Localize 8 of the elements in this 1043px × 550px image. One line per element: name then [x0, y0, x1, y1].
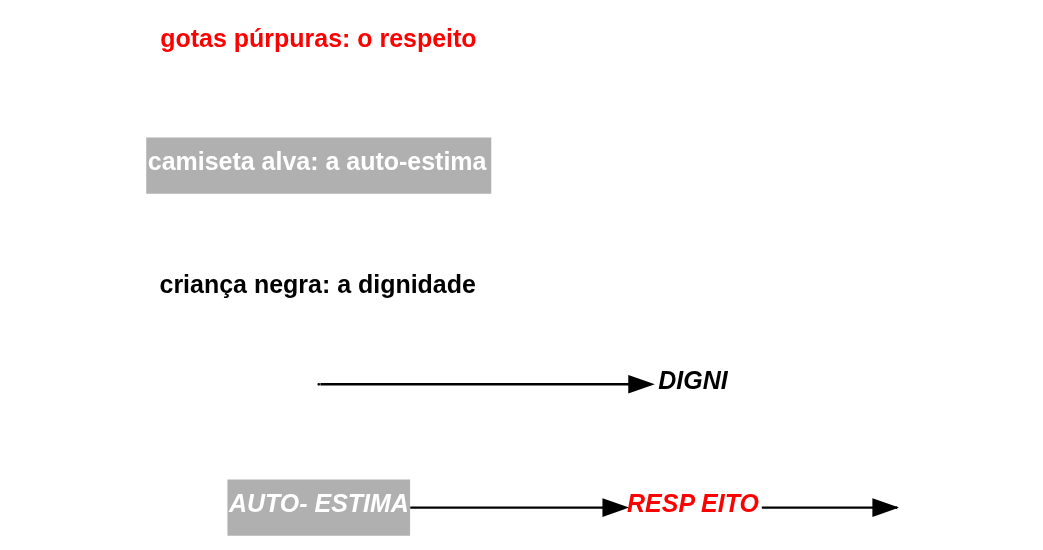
arrow [320, 375, 655, 394]
node-text: RESP EITO [627, 488, 759, 517]
arrow [410, 498, 630, 517]
node-box: AUTO- ESTIMA [227, 479, 411, 536]
label: gotas púrpuras: o respeito [160, 23, 477, 52]
label: camiseta alva: a auto-estima [147, 147, 487, 176]
node-text: DIGNI [658, 365, 728, 394]
label: criança negra: a dignidade [159, 270, 476, 299]
